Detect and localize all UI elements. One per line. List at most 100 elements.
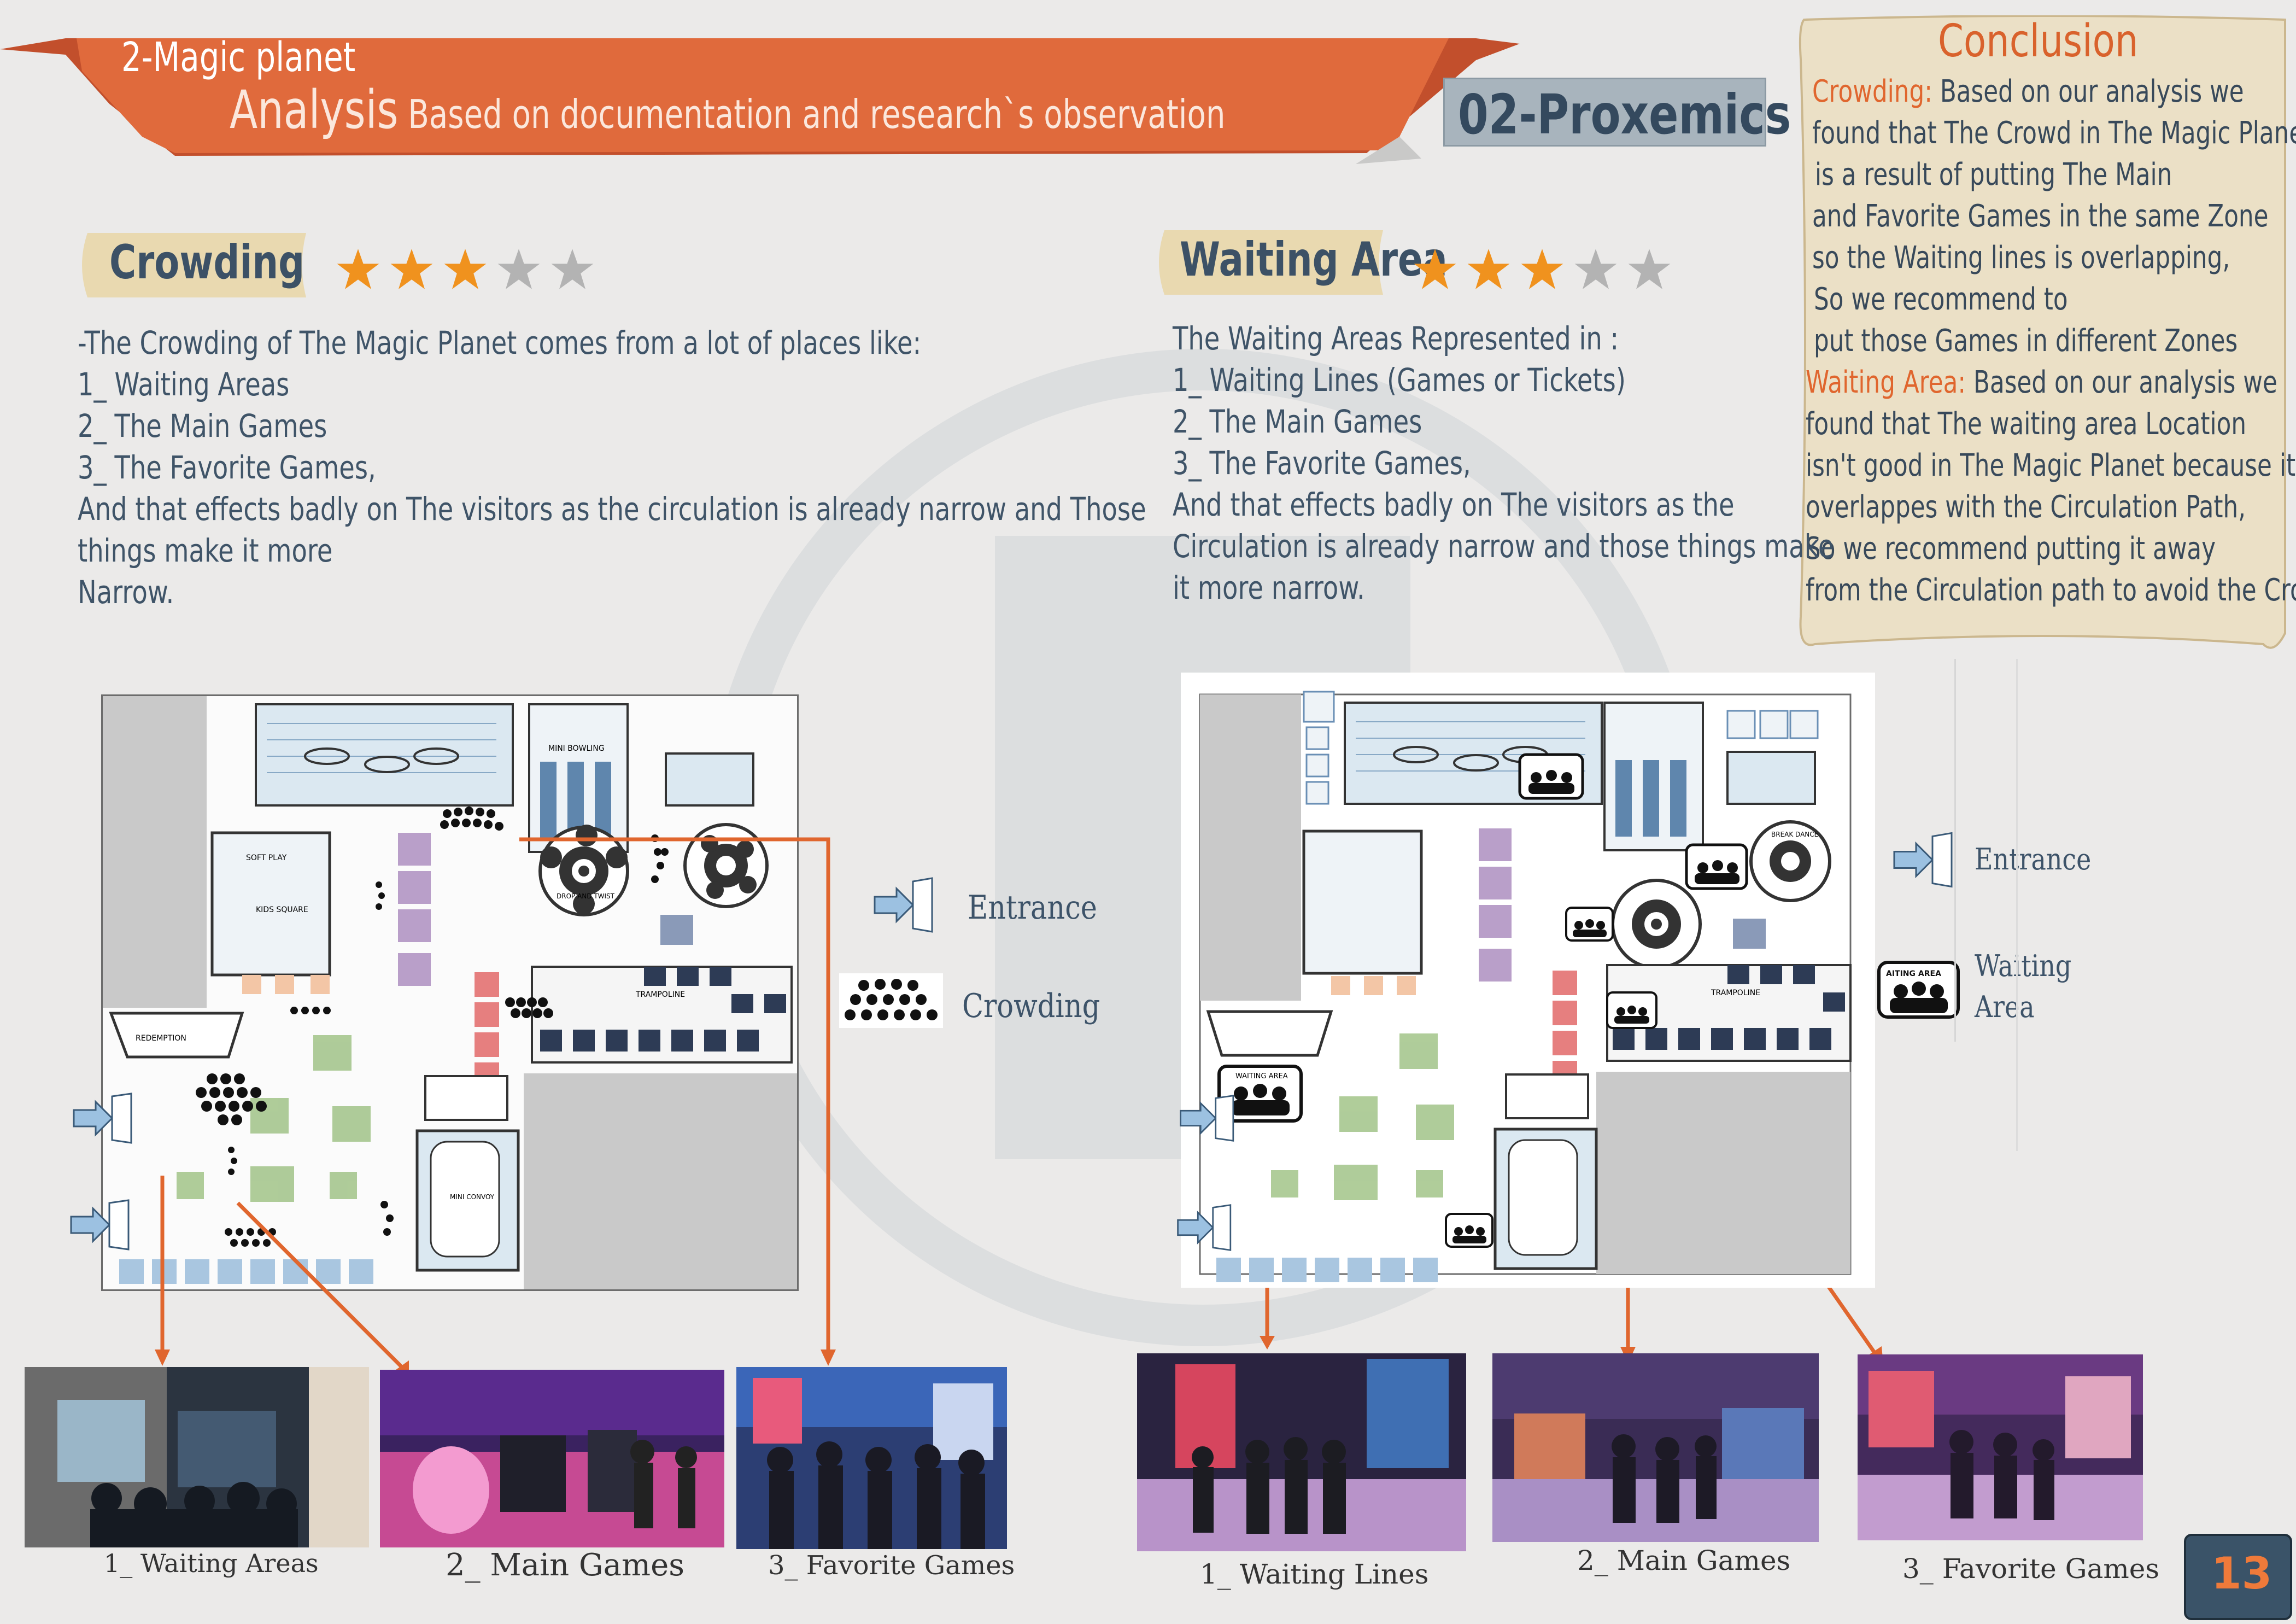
conclusion-line-text: is a result of putting The Main — [1815, 157, 2172, 192]
crowding-label-inline: Crowding: — [1812, 74, 1932, 109]
legend-waiting-label-1: Waiting — [1975, 949, 2072, 983]
star-icon — [1467, 249, 1510, 289]
text-line: found that The waiting area Location — [1806, 409, 2246, 440]
caption-main-games: 2_ Main Games — [446, 1547, 685, 1583]
svg-text:SOFT PLAY: SOFT PLAY — [246, 854, 287, 862]
crowding-label: Crowding — [109, 235, 305, 290]
caption-favorite-games: 3_ Favorite Games — [768, 1550, 1015, 1581]
svg-text:TRAMPOLINE: TRAMPOLINE — [1711, 989, 1760, 997]
photo-main-games-waiting — [1492, 1353, 1819, 1542]
entrance-icon — [1180, 1095, 1234, 1142]
conclusion-line-text: and Favorite Games in the same Zone — [1812, 198, 2269, 234]
header-banner — [0, 38, 1520, 164]
entrance-icon — [70, 1199, 130, 1251]
star-icon — [497, 249, 540, 289]
waiting-label-inline: Waiting Area: — [1806, 365, 1966, 400]
conclusion-line-text: so the Waiting lines is overlapping, — [1812, 240, 2230, 276]
star-icon — [444, 249, 487, 289]
text-line: So we recommend putting it away — [1806, 534, 2216, 564]
waiting-area-icons: WAITING AREA — [1217, 753, 1748, 1248]
text-line: 1_ Waiting Areas — [78, 366, 290, 403]
conclusion-line-text: from the Circulation path to avoid the C… — [1806, 573, 2296, 608]
text-line: 2_ The Main Games — [78, 407, 327, 445]
photo-favorite-games-waiting — [1858, 1354, 2143, 1540]
star-icon — [1414, 249, 1456, 289]
waiting-floor-plan: BREAK DANCE TRAMPOLINE — [1181, 673, 1875, 1288]
svg-text:AITING AREA: AITING AREA — [1886, 969, 1941, 978]
svg-text:BREAK DANCE: BREAK DANCE — [1771, 831, 1818, 838]
text-line: Crowding: Based on our analysis we — [1812, 77, 2244, 107]
text-line: And that effects badly on The visitors a… — [1173, 486, 1735, 523]
text-line: found that The Crowd in The Magic Planet — [1812, 118, 2296, 149]
legend-entrance-label: Entrance — [1975, 842, 2092, 877]
divider — [2016, 659, 2018, 1151]
conclusion-line-text: So we recommend to — [1814, 282, 2068, 317]
photo-main-games — [380, 1370, 724, 1547]
legend-entrance-icon — [874, 877, 933, 933]
entrance-icon — [1177, 1204, 1232, 1251]
svg-text:REDEMPTION: REDEMPTION — [136, 1034, 186, 1043]
photo-waiting-lines — [1137, 1353, 1466, 1551]
text-line: things make it more — [78, 532, 333, 569]
conclusion-line-text: Based on our analysis we — [1966, 365, 2277, 400]
text-line: from the Circulation path to avoid the C… — [1806, 575, 2296, 606]
text-line: 3_ The Favorite Games, — [78, 449, 376, 486]
caption-main-games-waiting: 2_ Main Games — [1577, 1545, 1791, 1576]
text-line: put those Games in different Zones — [1814, 326, 2238, 357]
waiting-label: Waiting Area — [1180, 232, 1448, 287]
header-title-line1: 2-Magic planet — [121, 34, 356, 81]
text-line: And that effects badly on The visitors a… — [78, 490, 1146, 528]
text-line: Narrow. — [78, 574, 174, 611]
conclusion-parchment — [1799, 15, 2286, 649]
text-line: 3_ The Favorite Games, — [1173, 445, 1471, 482]
text-line: Waiting Area: Based on our analysis we — [1806, 367, 2277, 398]
text-line: 2_ The Main Games — [1173, 403, 1422, 440]
legend-waiting-label-2: Area — [1975, 990, 2035, 1024]
star-icon — [390, 249, 433, 289]
text-line: 1_ Waiting Lines (Games or Tickets) — [1173, 361, 1626, 399]
page-number-badge: 13 — [2184, 1534, 2292, 1620]
svg-text:MINI BOWLING: MINI BOWLING — [548, 744, 605, 753]
svg-text:TRAMPOLINE: TRAMPOLINE — [635, 990, 685, 999]
caption-waiting-areas: 1_ Waiting Areas — [104, 1549, 319, 1578]
photo-waiting-areas — [25, 1367, 369, 1547]
star-icon — [337, 249, 379, 289]
text-line: So we recommend to — [1814, 284, 2068, 315]
conclusion-line-text: Based on our analysis we — [1932, 74, 2244, 109]
text-line: so the Waiting lines is overlapping, — [1812, 243, 2230, 273]
svg-text:DROP AND TWIST: DROP AND TWIST — [557, 892, 615, 900]
section-badge: 02-Proxemics — [1443, 78, 1791, 147]
divider — [1954, 659, 1956, 1042]
conclusion-line-text: isn't good in The Magic Planet because i… — [1806, 448, 2296, 483]
legend-waiting-icon: AITING AREA — [1877, 961, 1960, 1019]
legend-entrance-icon — [1893, 832, 1953, 888]
conclusion-line-text: overlappes with the Circulation Path, — [1806, 489, 2246, 525]
conclusion-line-text: found that The waiting area Location — [1806, 406, 2247, 442]
legend-crowding-icon — [839, 973, 943, 1028]
star-icon — [1574, 249, 1617, 289]
text-line: is a result of putting The Main — [1815, 160, 2172, 190]
svg-text:WAITING AREA: WAITING AREA — [1235, 1072, 1288, 1080]
photo-favorite-games — [736, 1367, 1007, 1549]
star-icon — [1521, 249, 1563, 289]
legend-entrance-label: Entrance — [968, 889, 1097, 927]
conclusion-line-text: found that The Crowd in The Magic Planet — [1812, 115, 2296, 151]
conclusion-line-text: put those Games in different Zones — [1814, 323, 2238, 359]
waiting-plate — [1159, 230, 1383, 295]
caption-favorite-games-waiting: 3_ Favorite Games — [1902, 1553, 2160, 1585]
conclusion-title: Conclusion — [1938, 15, 2139, 67]
header-title-main: Analysis Based on documentation and rese… — [230, 79, 1226, 141]
text-line: Circulation is already narrow and those … — [1173, 528, 1834, 565]
text-line: -The Crowding of The Magic Planet comes … — [78, 324, 922, 361]
svg-text:KIDS SQUARE: KIDS SQUARE — [256, 906, 308, 914]
entrance-icon — [73, 1093, 132, 1144]
star-icon — [1628, 249, 1671, 289]
svg-text:MINI CONVOY: MINI CONVOY — [450, 1193, 495, 1201]
legend-crowding-label: Crowding — [962, 987, 1100, 1025]
crowding-floor-plan: MINI BOWLING SOFT PLAY KIDS SQUARE DROP … — [101, 694, 799, 1291]
caption-waiting-lines: 1_ Waiting Lines — [1200, 1558, 1429, 1590]
text-line: overlappes with the Circulation Path, — [1806, 492, 2246, 523]
star-icon — [551, 249, 594, 289]
crowding-plate — [82, 233, 306, 297]
text-line: isn't good in The Magic Planet because i… — [1806, 451, 2295, 481]
